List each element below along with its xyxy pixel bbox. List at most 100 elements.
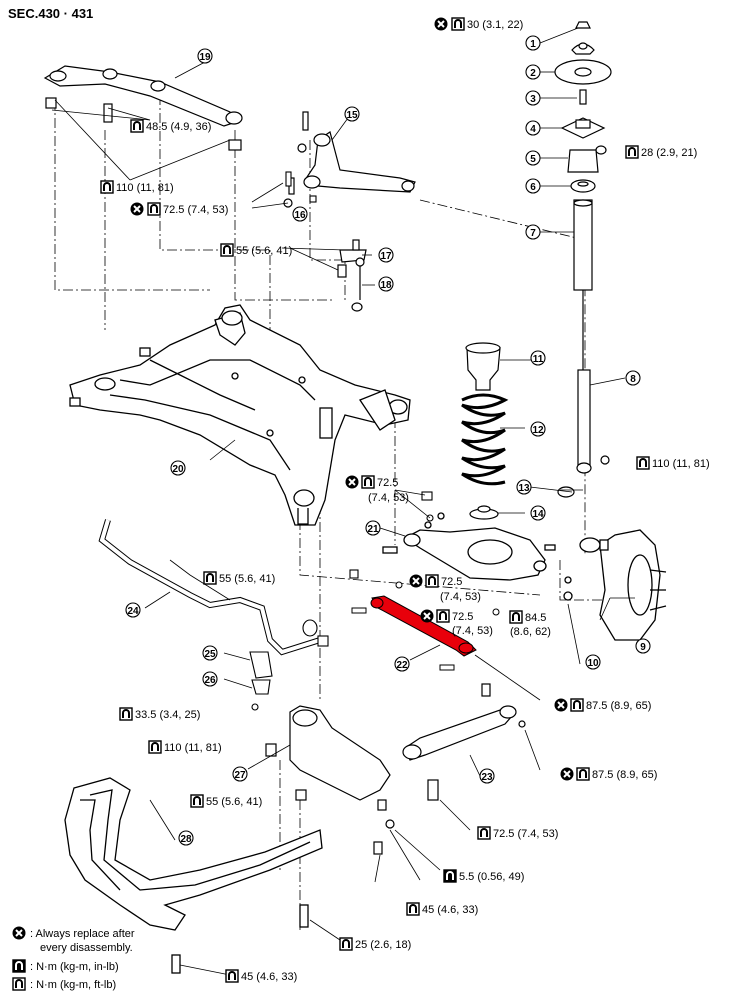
callout-8: 8	[625, 370, 641, 386]
upper-link-19	[43, 65, 243, 151]
svg-text:18: 18	[380, 280, 392, 291]
callout-22: 22	[394, 656, 410, 672]
svg-text:72.5 (7.4, 53): 72.5 (7.4, 53)	[493, 828, 558, 840]
callout-23: 23	[479, 768, 495, 784]
callouts: 1 2 3 4 5 6 7 8 9 10 11 12 13 14 15 16 1…	[125, 35, 651, 846]
callout-9: 9	[635, 638, 651, 654]
svg-text:110 (11, 81): 110 (11, 81)	[164, 742, 222, 754]
callout-26: 26	[202, 671, 218, 687]
torque-48-5: 48.5 (4.9, 36)	[130, 119, 211, 133]
svg-text:8: 8	[630, 374, 636, 385]
callout-18: 18	[378, 276, 394, 292]
svg-text:: Always replace after: : Always replace after	[30, 928, 135, 940]
svg-text:5: 5	[530, 154, 536, 165]
svg-text:27: 27	[234, 770, 246, 781]
callout-6: 6	[525, 178, 541, 194]
callout-1: 1	[525, 35, 541, 51]
svg-text:22: 22	[396, 660, 408, 671]
svg-text:6: 6	[530, 182, 536, 193]
svg-text:21: 21	[367, 524, 379, 535]
torque-72-5-a: 72.5 (7.4, 53)	[129, 201, 228, 217]
svg-text:55 (5.6, 41): 55 (5.6, 41)	[236, 245, 292, 257]
svg-text:19: 19	[199, 52, 211, 63]
svg-text:45 (4.6, 33): 45 (4.6, 33)	[241, 971, 297, 983]
legend-nm-in: : N·m (kg-m, in-lb)	[12, 959, 119, 973]
torque-84-5: 84.5 (8.6, 62)	[509, 610, 551, 638]
svg-text:87.5 (8.9, 65): 87.5 (8.9, 65)	[586, 700, 651, 712]
svg-text:(8.6, 62): (8.6, 62)	[510, 626, 551, 638]
callout-13: 13	[516, 479, 532, 495]
svg-text:12: 12	[532, 425, 544, 436]
torque-5-5: 5.5 (0.56, 49)	[443, 869, 524, 883]
torque-33-5: 33.5 (3.4, 25)	[119, 707, 200, 721]
torque-72-5-c: 72.5 (7.4, 53)	[408, 573, 481, 603]
svg-text:14: 14	[532, 509, 544, 520]
svg-text:45 (4.6, 33): 45 (4.6, 33)	[422, 904, 478, 916]
upper-arm-15	[283, 111, 416, 312]
lateral-link-22-highlighted	[351, 581, 500, 671]
svg-text:13: 13	[518, 483, 530, 494]
svg-text:17: 17	[380, 251, 392, 262]
svg-text:15: 15	[346, 110, 358, 121]
callout-20: 20	[170, 460, 186, 476]
callout-19: 19	[197, 48, 213, 64]
torque-72-5-d: 72.5(7.4, 53)	[419, 608, 493, 637]
svg-text:72.5: 72.5	[452, 611, 473, 623]
svg-text:84.5: 84.5	[525, 612, 546, 624]
callout-21: 21	[365, 520, 381, 536]
strut-assembly	[554, 21, 612, 498]
svg-text:20: 20	[172, 464, 184, 475]
callout-4: 4	[525, 120, 541, 136]
svg-text:72.5 (7.4, 53): 72.5 (7.4, 53)	[163, 204, 228, 216]
torque-30: 30 (3.1, 22)	[433, 16, 523, 32]
callout-24: 24	[125, 602, 141, 618]
svg-text:25: 25	[204, 649, 216, 660]
pointer-lines	[51, 27, 635, 976]
fasteners	[285, 171, 434, 579]
callout-25: 25	[202, 645, 218, 661]
svg-text:72.5: 72.5	[377, 477, 398, 489]
callout-12: 12	[530, 421, 546, 437]
svg-text:30 (3.1, 22): 30 (3.1, 22)	[467, 19, 523, 31]
svg-text:(7.4, 53): (7.4, 53)	[440, 591, 481, 603]
torque-87-5-a: 87.5 (8.9, 65)	[553, 697, 651, 713]
callout-14: 14	[530, 505, 546, 521]
torque-25: 25 (2.6, 18)	[339, 937, 411, 951]
callout-16: 16	[292, 206, 308, 222]
svg-text:every disassembly.: every disassembly.	[40, 942, 133, 954]
torque-55-b: 55 (5.6, 41)	[203, 571, 275, 585]
svg-text:87.5 (8.9, 65): 87.5 (8.9, 65)	[592, 769, 657, 781]
knuckle-9	[563, 529, 667, 641]
svg-text:26: 26	[204, 675, 216, 686]
svg-text:7: 7	[530, 228, 536, 239]
stabilizer-24	[98, 519, 329, 711]
svg-text:(7.4, 53): (7.4, 53)	[368, 492, 409, 504]
torque-45-b: 45 (4.6, 33)	[225, 969, 297, 983]
legend-replace: : Always replace after every disassembly.	[11, 925, 135, 954]
svg-text:110 (11, 81): 110 (11, 81)	[652, 458, 710, 470]
svg-text:1: 1	[530, 39, 536, 50]
legend: : Always replace after every disassembly.…	[11, 925, 135, 991]
svg-text:5.5 (0.56, 49): 5.5 (0.56, 49)	[459, 871, 524, 883]
svg-text:55 (5.6, 41): 55 (5.6, 41)	[219, 573, 275, 585]
section-title: SEC.430 · 431	[8, 6, 93, 21]
callout-17: 17	[378, 247, 394, 263]
svg-text:33.5 (3.4, 25): 33.5 (3.4, 25)	[135, 709, 200, 721]
svg-text:9: 9	[640, 642, 646, 653]
svg-text:72.5: 72.5	[441, 576, 462, 588]
svg-text:11: 11	[533, 354, 544, 365]
torque-110-c: 110 (11, 81)	[148, 740, 222, 754]
torque-72-5-e: 72.5 (7.4, 53)	[477, 826, 558, 840]
callout-7: 7	[525, 224, 541, 240]
svg-text:110 (11, 81): 110 (11, 81)	[116, 182, 174, 194]
svg-text:2: 2	[530, 68, 536, 79]
callout-15: 15	[344, 106, 360, 122]
callout-10: 10	[585, 654, 601, 670]
torque-labels: 30 (3.1, 22) 28 (2.9, 21) 48.5 (4.9, 36)…	[100, 16, 710, 983]
callout-3: 3	[525, 90, 541, 106]
svg-text:28 (2.9, 21): 28 (2.9, 21)	[641, 147, 697, 159]
torque-55-a: 55 (5.6, 41)	[220, 243, 292, 257]
torque-45-a: 45 (4.6, 33)	[406, 902, 478, 916]
torque-110-a: 110 (11, 81)	[100, 180, 174, 194]
torque-55-c: 55 (5.6, 41)	[190, 794, 262, 808]
